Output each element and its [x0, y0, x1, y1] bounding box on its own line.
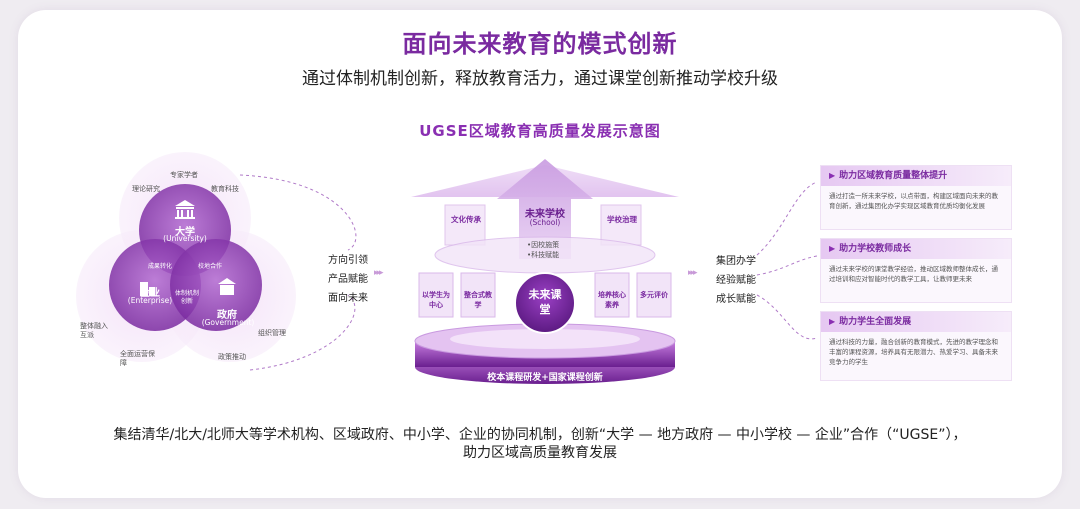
enterprise-icon	[140, 282, 155, 296]
school-name-label: 未来学校	[525, 209, 565, 220]
left-label-product: 产品赋能	[328, 274, 368, 285]
panel-title: 助力学生全面发展	[839, 317, 912, 327]
right-dashed-arcs	[756, 181, 818, 340]
school-stage	[411, 159, 679, 384]
panel-title: 助力区域教育质量整体提升	[839, 171, 948, 181]
university-en-label: (University)	[163, 234, 207, 243]
page-subtitle: 通过体制机制创新，释放教育活力，通过课堂创新推动学校升级	[302, 69, 778, 89]
government-icon	[218, 278, 236, 295]
box-core-label: 培养核心素养	[598, 291, 626, 309]
university-icon	[175, 200, 195, 219]
outer-operation: 全面运营保障	[120, 350, 155, 367]
right-label-experience: 经验赋能	[716, 275, 756, 286]
left-dashed-arc	[239, 174, 357, 371]
government-circle	[170, 239, 262, 331]
outer-org: 组织管理	[258, 329, 286, 337]
outer-theory: 理论研究	[132, 185, 160, 193]
outer-social: 整体融入互派	[80, 322, 108, 339]
panel-region-quality: ▶助力区域教育质量整体提升 通过打造一所未来学校，以点带面，构建区域面向未来的教…	[820, 165, 1012, 230]
bottom-text-line2: 助力区域高质量教育发展	[463, 445, 617, 461]
panel-teacher-growth: ▶助力学校教师成长 通过未来学校的课堂教学经验，推动区域教师整体成长，通过培训和…	[820, 238, 1012, 303]
page-title: 面向未来教育的模式创新	[402, 30, 678, 58]
right-label-growth: 成长赋能	[716, 294, 756, 305]
venn-diagram	[76, 152, 296, 362]
government-label: 政府	[217, 310, 237, 321]
right-label-group: 集团办学	[716, 256, 756, 267]
enterprise-label: 企业	[140, 288, 160, 299]
school-en-label: (School)	[529, 218, 561, 227]
bottom-text-line1: 集结清华/北大/北师大等学术机构、区域政府、中小学、企业的协同机制，创新“大学 …	[113, 427, 967, 443]
pillar-left-label: 文化传承	[451, 215, 481, 224]
panel-body: 通过打造一所未来学校，以点带面，构建区域面向未来的教育创新，通过集团化办学实现区…	[829, 192, 998, 210]
diagram-title: UGSE区域教育高质量发展示意图	[419, 122, 661, 140]
triangle-icon: ▶	[829, 244, 836, 253]
outer-policy: 政策推动	[218, 353, 246, 361]
overlap-ue-label: 成果转化	[148, 263, 173, 270]
right-chevrons-icon: ▸▸▸	[688, 268, 697, 278]
government-en-label: (Government)	[201, 318, 255, 327]
future-classroom-label: 未来课堂	[528, 288, 562, 316]
triangle-icon: ▶	[829, 317, 836, 326]
box-student-label: 以学生为中心	[422, 291, 450, 309]
triangle-icon: ▶	[829, 171, 836, 180]
enterprise-en-label: (Enterprise)	[127, 296, 173, 305]
base-label: 校本课程研发+国家课程创新	[487, 373, 603, 383]
outer-expert: 专家学者	[170, 171, 198, 179]
school-item-1: •因校施策	[527, 241, 560, 249]
school-item-2: •科技赋能	[527, 251, 560, 259]
pillar-right-label: 学校治理	[607, 215, 637, 224]
panel-student-development: ▶助力学生全面发展 通过科技的力量，融合创新的教育模式，先进的教学理念和丰富的课…	[820, 311, 1012, 381]
outer-edu-tech: 教育科技	[211, 185, 239, 193]
box-integrated-label: 整合式教学	[464, 291, 492, 309]
overlap-ug-label: 校地合作	[198, 263, 223, 270]
panel-body: 通过未来学校的课堂教学经验，推动区域教师整体成长，通过培训和应对智能时代的教学工…	[829, 265, 998, 283]
panel-body: 通过科技的力量，融合创新的教育模式，先进的教学理念和丰富的课程资源，培养具有无限…	[829, 338, 998, 366]
left-label-future: 面向未来	[328, 293, 368, 304]
box-eval-label: 多元评价	[640, 291, 668, 299]
university-label: 大学	[175, 227, 195, 238]
left-chevrons-icon: ▸▸▸	[374, 268, 383, 278]
center-label: 体制机制创新	[174, 290, 199, 305]
left-label-direction: 方向引领	[328, 255, 368, 266]
panel-title: 助力学校教师成长	[839, 244, 912, 254]
